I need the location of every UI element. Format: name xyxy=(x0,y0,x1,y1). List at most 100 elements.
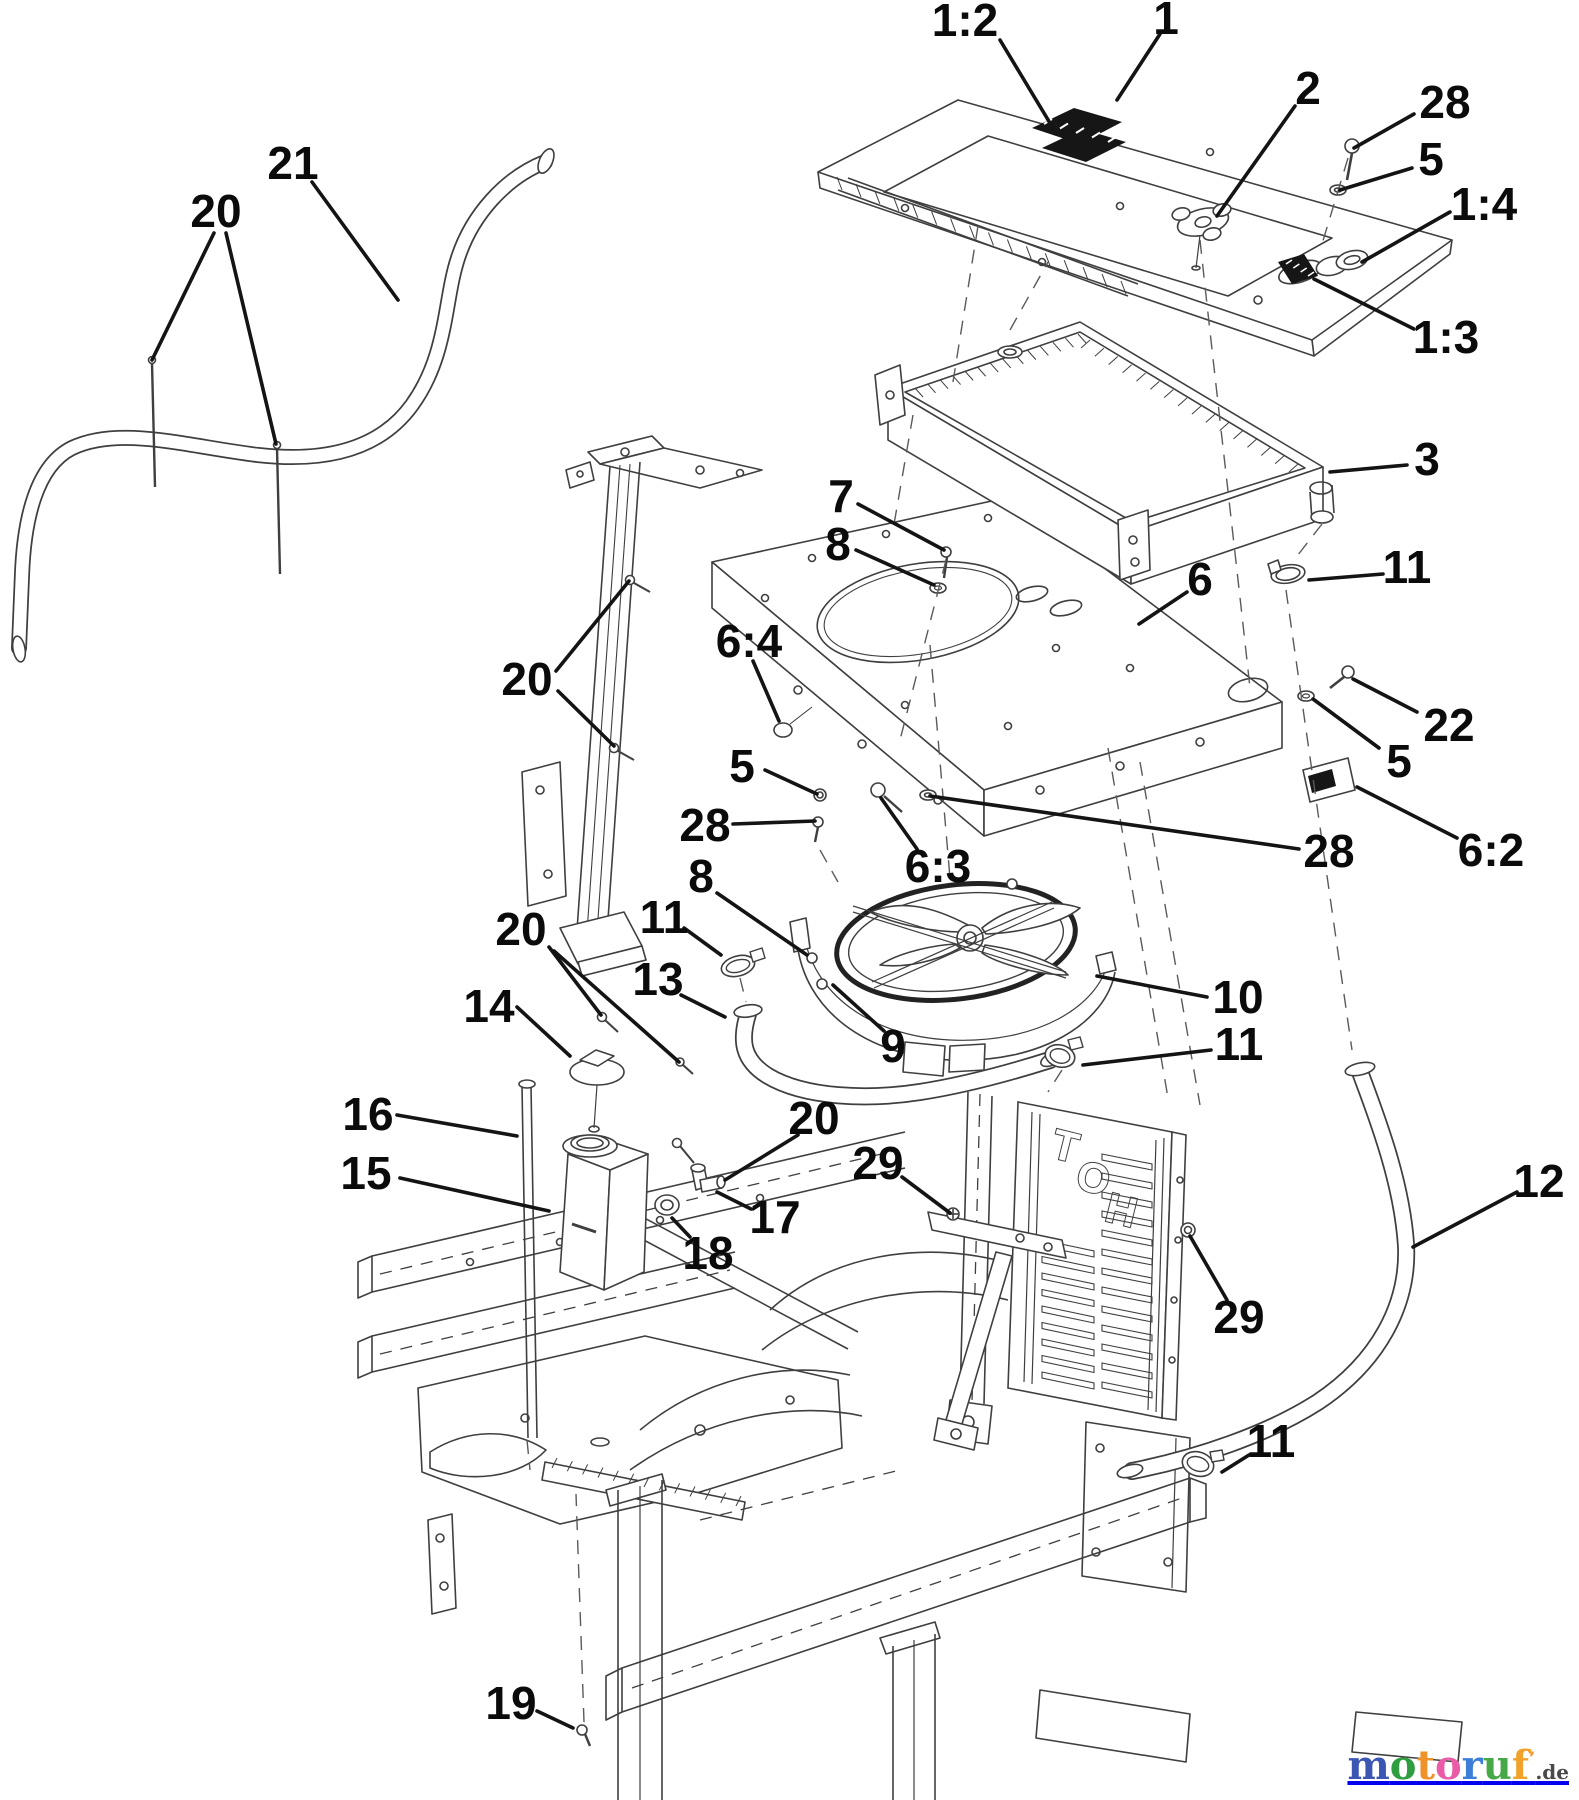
callout-12: 12 xyxy=(1411,1155,1565,1249)
grommet xyxy=(654,1194,680,1216)
reservoir-cap xyxy=(569,1049,625,1133)
decal-1-3 xyxy=(1278,254,1318,284)
callout-13: 13 xyxy=(632,953,727,1019)
callout-label: 20 xyxy=(190,185,241,237)
motoruf-logo[interactable]: motoruf’.de xyxy=(1347,1746,1569,1786)
callout-label: 8 xyxy=(688,850,714,902)
callout-label: 1 xyxy=(1153,0,1179,44)
hose-clamp xyxy=(720,947,766,978)
callout-label: 8 xyxy=(825,518,851,570)
callout-label: 28 xyxy=(1419,76,1470,128)
callout-label: 5 xyxy=(729,740,755,792)
callout-label: 3 xyxy=(1414,433,1440,485)
callout-11: 11 xyxy=(1307,541,1432,593)
callout-label: 17 xyxy=(749,1191,800,1243)
top-cover-panel xyxy=(817,99,1453,357)
callout-7: 7 xyxy=(828,470,946,552)
callout-20: 20 xyxy=(723,1092,840,1182)
callout-2: 2 xyxy=(1215,62,1321,218)
tapping-screw xyxy=(624,574,651,593)
callout-label: 11 xyxy=(1215,1018,1264,1070)
callout-label: 14 xyxy=(463,980,515,1032)
support-bracket xyxy=(927,1207,1196,1451)
callout-9: 9 xyxy=(831,983,906,1072)
callout-label: 6:4 xyxy=(716,615,783,667)
radiator-outlet xyxy=(1309,481,1335,524)
callout-label: 6 xyxy=(1187,553,1213,605)
callout-label: 21 xyxy=(267,137,318,189)
logo-trademark: ’ xyxy=(1529,1748,1536,1770)
callout-3: 3 xyxy=(1328,433,1440,485)
callout-label: 12 xyxy=(1513,1155,1564,1207)
cooling-fan-assembly xyxy=(789,878,1117,1077)
callout-28: 28 xyxy=(679,799,817,851)
callout-label: 6:2 xyxy=(1458,824,1524,876)
callout-5: 5 xyxy=(1338,133,1444,192)
callout-29: 29 xyxy=(1188,1234,1265,1343)
callout-label: 11 xyxy=(1383,541,1432,593)
hose-clamp xyxy=(1044,1036,1084,1069)
callout-28: 28 xyxy=(928,794,1355,877)
logo-letter: m xyxy=(1347,1742,1390,1789)
logo-letter: f xyxy=(1511,1742,1530,1789)
radiator-support-strut xyxy=(521,435,763,977)
callout-14: 14 xyxy=(463,980,572,1058)
callout-label: 11 xyxy=(640,891,689,943)
callout-label: 9 xyxy=(880,1020,906,1072)
callout-label: 15 xyxy=(340,1147,391,1199)
cable-strap xyxy=(147,355,157,488)
flange-nut-29 xyxy=(1180,1222,1196,1238)
logo-letter: t xyxy=(1416,1742,1435,1789)
callout-6:2: 6:2 xyxy=(1355,785,1524,876)
callout-label: 1:4 xyxy=(1451,178,1518,230)
logo-letter: r xyxy=(1461,1742,1483,1789)
frame-assembly xyxy=(357,1091,1463,1800)
callout-8: 8 xyxy=(825,518,936,587)
hose-clamp xyxy=(1181,1449,1225,1478)
callout-6:4: 6:4 xyxy=(716,615,783,723)
callout-6:3: 6:3 xyxy=(879,796,971,892)
callout-label: 6:3 xyxy=(905,840,971,892)
logo-letter: o xyxy=(1434,1742,1462,1789)
overflow-reservoir-group xyxy=(518,1011,726,1439)
callout-11: 11 xyxy=(1220,1415,1296,1474)
callout-label: 1:2 xyxy=(932,0,998,46)
callout-5: 5 xyxy=(1311,697,1412,787)
callout-11: 11 xyxy=(640,891,723,957)
callout-label: 5 xyxy=(1418,133,1444,185)
callout-label: 1:3 xyxy=(1413,311,1479,363)
callout-label: 10 xyxy=(1212,971,1263,1023)
bolt-6-3 xyxy=(870,782,903,813)
latch-1-4 xyxy=(1315,249,1369,277)
callout-20: 20 xyxy=(501,579,631,748)
assembly-dash-lines xyxy=(526,157,1353,1723)
engine-screen-grille: TOH xyxy=(761,1101,1187,1421)
upper-hose-21 xyxy=(11,148,555,663)
callout-20: 20 xyxy=(150,185,278,446)
callout-29: 29 xyxy=(852,1137,952,1215)
hose-clamp xyxy=(1267,559,1306,585)
screw-19 xyxy=(576,1724,592,1747)
callout-label: 22 xyxy=(1423,699,1474,751)
callout-label: 20 xyxy=(501,653,552,705)
callout-5: 5 xyxy=(729,740,819,796)
reservoir-bottle xyxy=(559,1134,649,1291)
callout-label: 19 xyxy=(485,1677,536,1729)
callout-label: 11 xyxy=(1247,1415,1296,1467)
callout-label: 28 xyxy=(1303,825,1354,877)
elbow-fitting xyxy=(690,1163,726,1193)
callout-20: 20 xyxy=(495,903,681,1064)
callout-1:4: 1:4 xyxy=(1360,178,1518,264)
bolt-22 xyxy=(1329,665,1355,690)
callout-label: 29 xyxy=(852,1137,903,1189)
callout-label: 2 xyxy=(1295,62,1321,114)
callout-label: 18 xyxy=(682,1227,733,1279)
callout-label: 5 xyxy=(1386,735,1412,787)
callout-1: 1 xyxy=(1115,0,1179,102)
callout-22: 22 xyxy=(1351,677,1475,751)
callout-6: 6 xyxy=(1137,553,1213,626)
lower-hose-13 xyxy=(720,947,1084,1106)
